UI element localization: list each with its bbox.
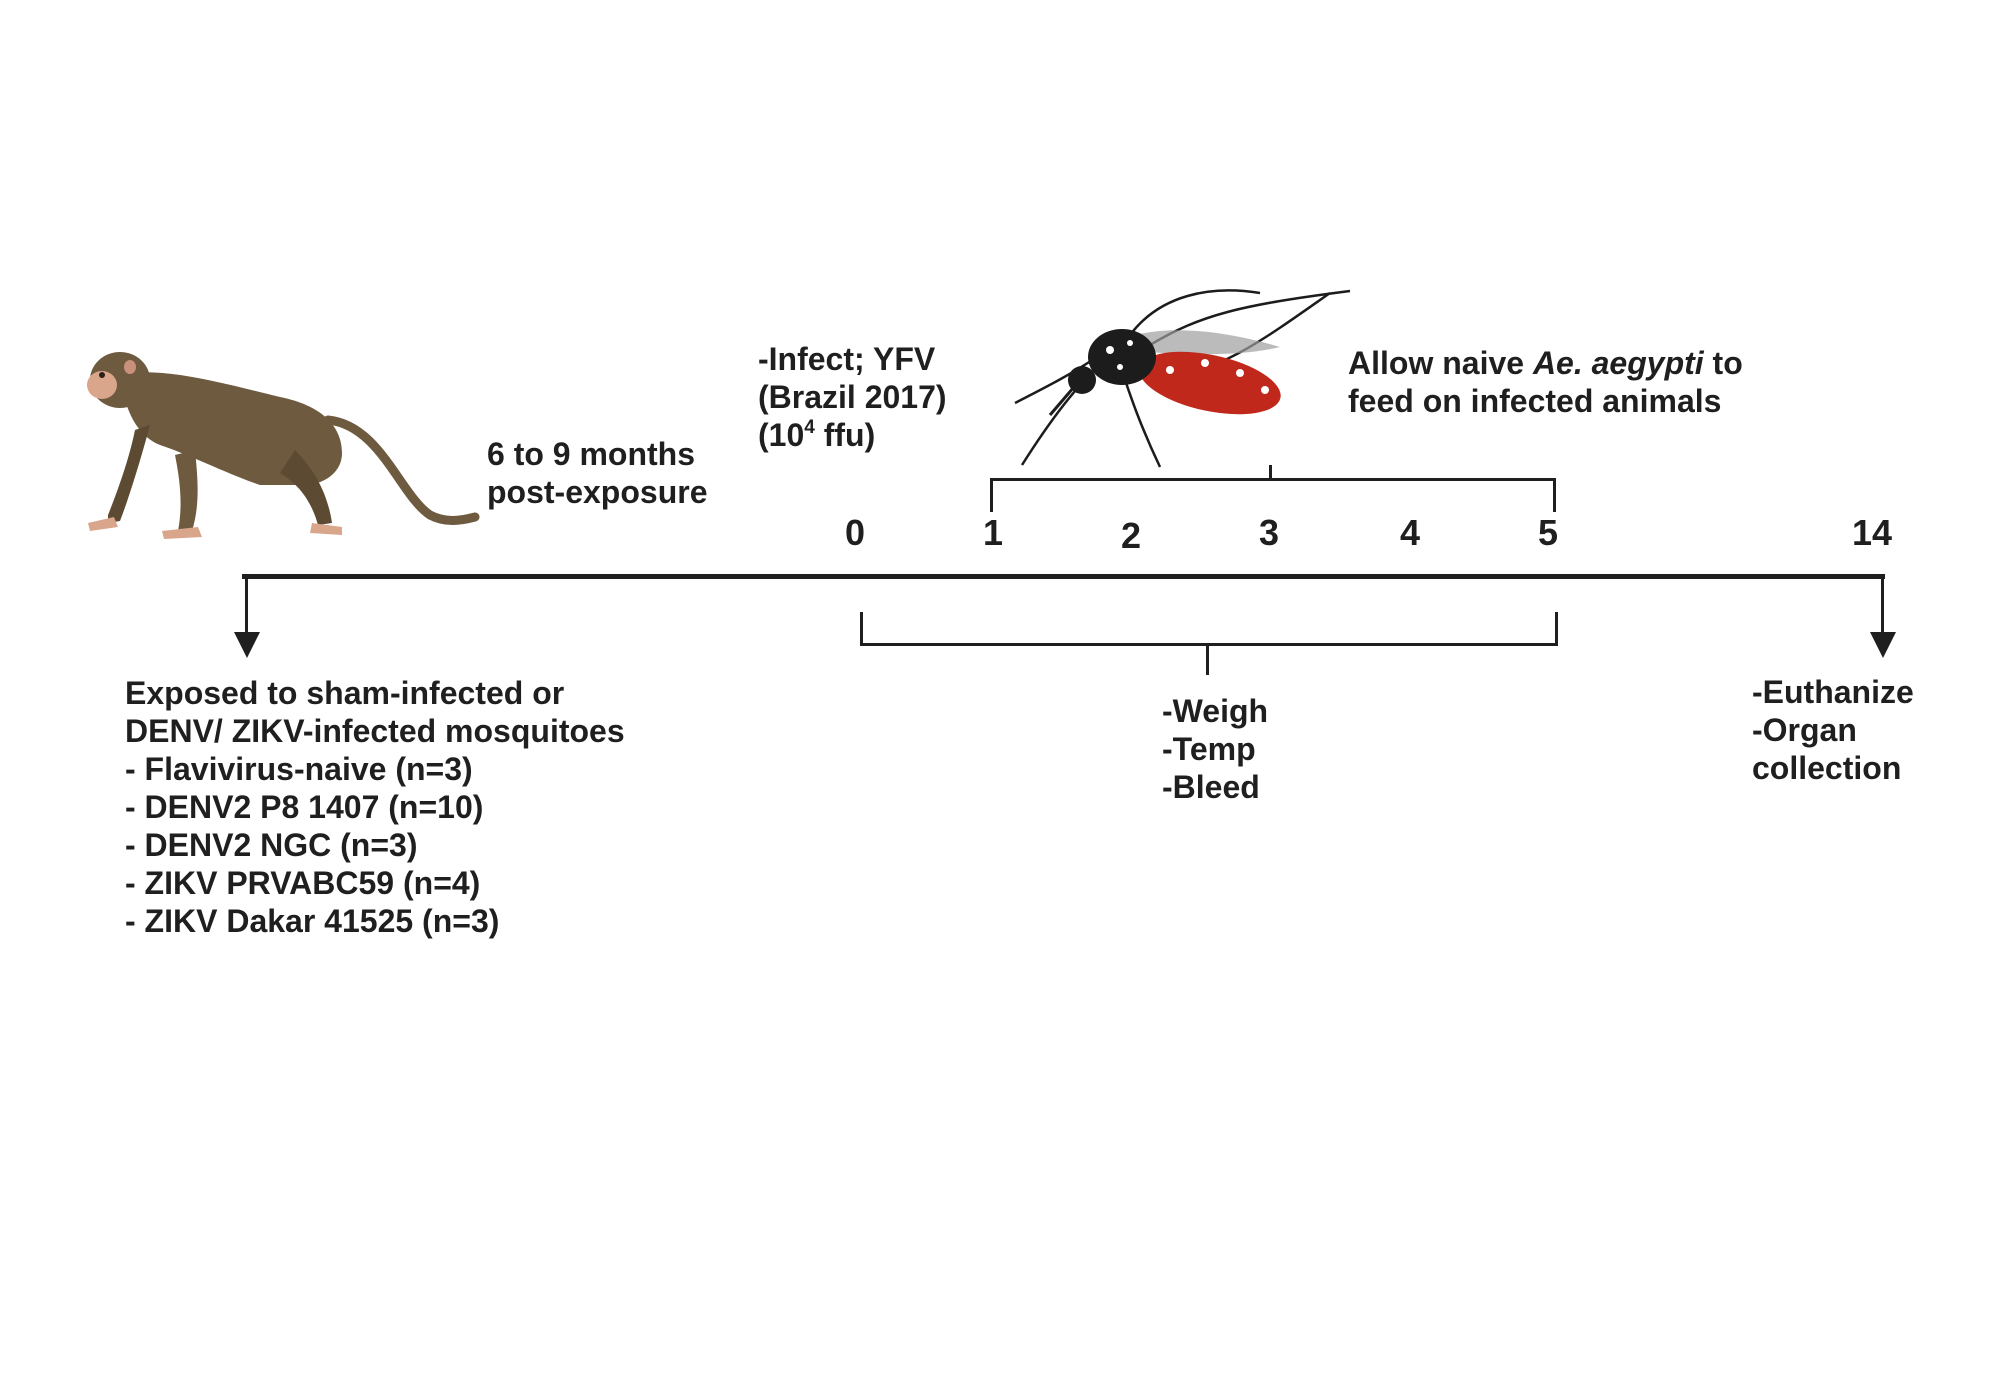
feeding-line-1: Allow naive Ae. aegypti to: [1348, 345, 1743, 381]
species-name: Ae. aegypti: [1532, 345, 1704, 381]
mosquito-feeding-label: Allow naive Ae. aegypti to feed on infec…: [1348, 344, 1743, 420]
endpoint-item: -Organ: [1752, 712, 1857, 748]
exposure-group-item: - DENV2 NGC (n=3): [125, 827, 418, 863]
feeding-bracket-stem: [1269, 465, 1272, 479]
monitoring-list: -Weigh -Temp -Bleed: [1162, 692, 1268, 806]
monitoring-bracket-stem: [1206, 643, 1209, 675]
monitoring-bracket-horizontal: [860, 643, 1558, 646]
day-label-3: 3: [1258, 512, 1280, 553]
dose-exponent: 4: [804, 417, 815, 438]
day-label-0: 0: [844, 512, 866, 553]
exposure-group-item: - Flavivirus-naive (n=3): [125, 751, 473, 787]
challenge-line-1: -Infect; YFV: [758, 341, 936, 377]
day-label-4: 4: [1399, 512, 1421, 553]
interval-line-2: post-exposure: [487, 474, 708, 510]
monitoring-item: -Temp: [1162, 731, 1256, 767]
mosquito-illustration: [1014, 289, 1351, 468]
feeding-bracket-right-tick: [1553, 478, 1556, 512]
exposure-groups: Exposed to sham-infected or DENV/ ZIKV-i…: [125, 674, 625, 940]
timeline-axis: [242, 574, 1885, 579]
feeding-bracket-left-tick: [990, 478, 993, 512]
yfv-challenge-label: -Infect; YFV (Brazil 2017) (104 ffu): [758, 340, 947, 454]
day-label-2: 2: [1120, 515, 1142, 556]
endpoint-list: -Euthanize -Organ collection: [1752, 673, 1914, 787]
end-arrow-head: [1870, 632, 1896, 658]
monitoring-item: -Weigh: [1162, 693, 1269, 729]
exposure-group-item: - DENV2 P8 1407 (n=10): [125, 789, 484, 825]
start-arrow-shaft: [245, 578, 248, 638]
exposure-heading-line-2: DENV/ ZIKV-infected mosquitoes: [125, 713, 625, 749]
post-exposure-interval-label: 6 to 9 months post-exposure: [487, 435, 707, 511]
monitoring-bracket-left-tick: [860, 612, 863, 646]
end-arrow-shaft: [1881, 578, 1884, 638]
exposure-group-item: - ZIKV Dakar 41525 (n=3): [125, 903, 500, 939]
challenge-line-2: (Brazil 2017): [758, 379, 947, 415]
feeding-line-2: feed on infected animals: [1348, 383, 1722, 419]
monkey-illustration: [87, 352, 480, 539]
feeding-bracket-horizontal: [990, 478, 1556, 481]
endpoint-item: collection: [1752, 750, 1902, 786]
day-label-5: 5: [1537, 512, 1559, 553]
interval-line-1: 6 to 9 months: [487, 436, 696, 472]
start-arrow-head: [234, 632, 260, 658]
exposure-group-item: - ZIKV PRVABC59 (n=4): [125, 865, 481, 901]
day-label-1: 1: [982, 512, 1004, 553]
challenge-dose: (104 ffu): [758, 417, 876, 453]
monitoring-item: -Bleed: [1162, 769, 1260, 805]
endpoint-item: -Euthanize: [1752, 674, 1914, 710]
exposure-heading-line-1: Exposed to sham-infected or: [125, 675, 565, 711]
monitoring-bracket-right-tick: [1555, 612, 1558, 646]
day-label-14: 14: [1851, 512, 1893, 553]
